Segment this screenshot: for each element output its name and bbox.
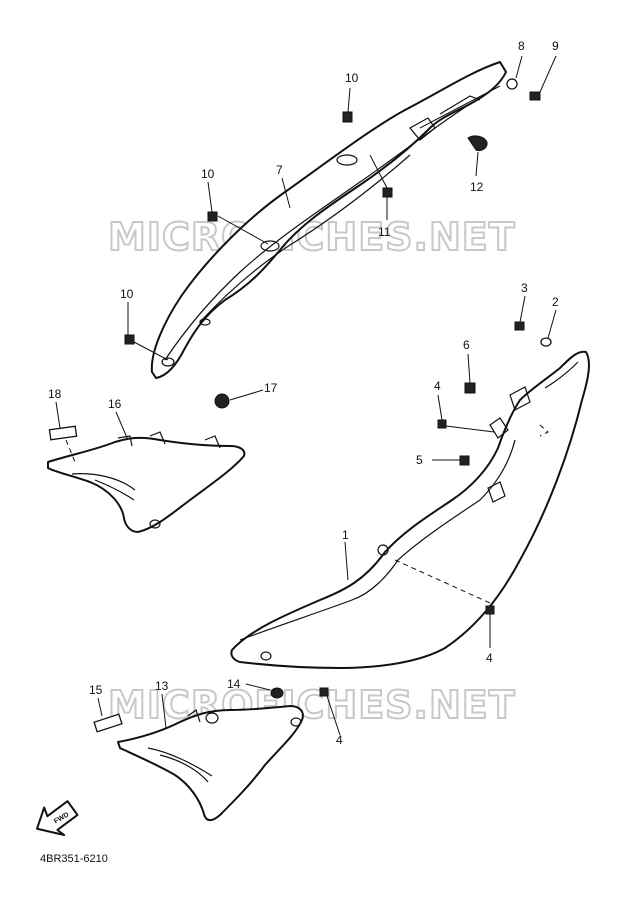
grommet-17-icon (214, 393, 230, 409)
watermark-top: MICROFICHES.NET (108, 215, 516, 259)
callout-15: 15 (89, 683, 103, 697)
diagram-code: 4BR351-6210 (40, 853, 108, 865)
bolt-3-icon (514, 321, 525, 331)
callout-4d: 4 (336, 733, 343, 747)
callout-3: 3 (521, 281, 528, 295)
pad-15-icon (93, 713, 123, 733)
nut-6-icon (464, 382, 476, 394)
callout-12: 12 (470, 180, 484, 194)
grommet-14-icon (270, 687, 284, 699)
pad-18-icon (48, 425, 78, 441)
callout-1: 1 (342, 528, 349, 542)
washer-8-icon (506, 78, 518, 90)
callout-10a: 10 (345, 71, 359, 85)
callout-4a: 4 (434, 379, 441, 393)
callout-6: 6 (463, 338, 470, 352)
callout-10b: 10 (201, 167, 215, 181)
bolt-10-lower-icon (124, 334, 135, 345)
part-7-tail-cover (150, 61, 507, 379)
nut-11-icon (382, 187, 393, 198)
callout-7: 7 (276, 163, 283, 177)
part-13-side-cover (117, 705, 304, 822)
part-1-side-cover (230, 350, 590, 669)
callout-11: 11 (378, 225, 391, 239)
callout-2: 2 (552, 295, 559, 309)
callout-10c: 10 (120, 287, 134, 301)
nut-5-icon (459, 455, 470, 466)
bolt-10-mid-icon (207, 211, 218, 222)
front-arrow-icon: FWD (36, 800, 79, 837)
callout-17: 17 (264, 381, 278, 395)
screw-4a-icon (437, 419, 447, 429)
callout-5: 5 (416, 453, 423, 467)
callout-18: 18 (48, 387, 62, 401)
callout-14: 14 (227, 677, 241, 691)
watermark-bottom: MICROFICHES.NET (108, 683, 516, 727)
grommet-12-icon (467, 135, 488, 151)
hardware (48, 78, 552, 733)
callout-13: 13 (155, 679, 169, 693)
screw-4d-icon (319, 687, 329, 697)
washer-2-icon (540, 337, 552, 347)
part-16-side-cover (47, 431, 246, 533)
bolt-10-top-icon (342, 111, 353, 123)
callout-labels: 10 10 10 7 11 12 8 9 3 2 6 4 5 1 4 4 14 … (48, 39, 559, 747)
callout-9: 9 (552, 39, 559, 53)
callout-4c: 4 (486, 651, 493, 665)
callout-8: 8 (518, 39, 525, 53)
callout-16: 16 (108, 397, 122, 411)
bolt-9-icon (529, 91, 541, 101)
screw-4c-icon (485, 605, 495, 615)
leader-lines (55, 55, 557, 736)
